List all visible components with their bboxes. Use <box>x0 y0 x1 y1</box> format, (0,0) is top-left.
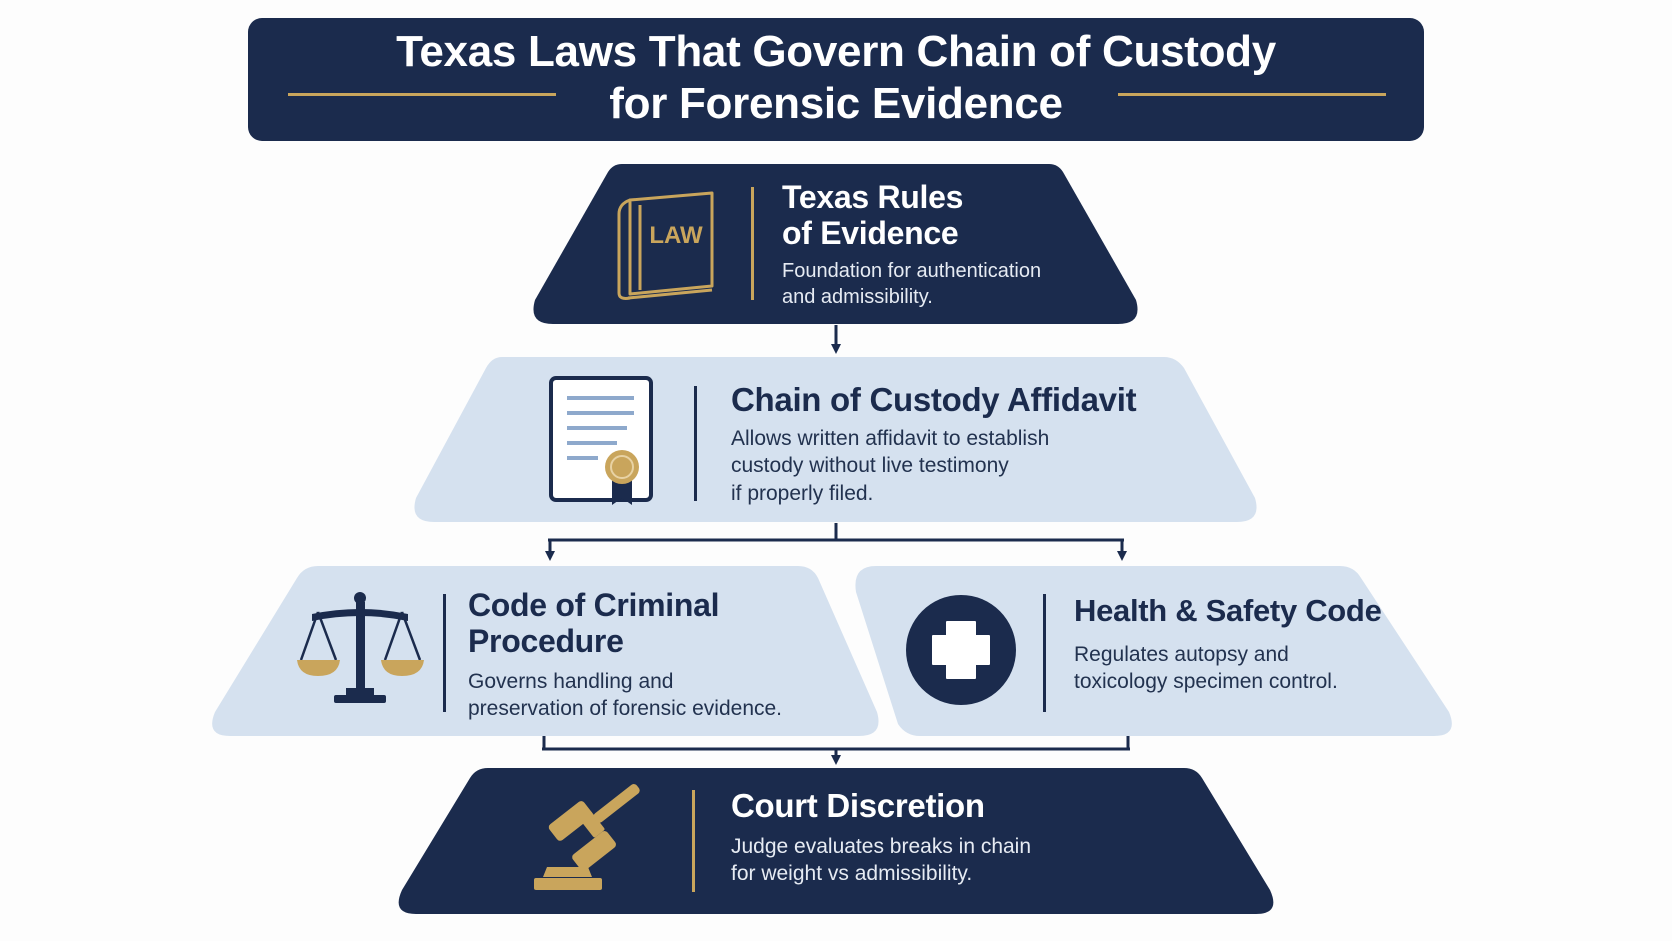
connector-split <box>545 523 1127 561</box>
title-divider-right <box>1118 93 1386 96</box>
tier-3b-divider <box>1043 594 1046 712</box>
tier-1-title-line-1: Texas Rules <box>782 179 964 215</box>
tier-court-discretion: Court Discretion Judge evaluates breaks … <box>731 787 1151 888</box>
svg-text:LAW: LAW <box>649 222 703 249</box>
certificate-document-icon <box>549 376 653 505</box>
tier-1-title-line-2: of Evidence <box>782 214 959 251</box>
tier-1-divider <box>751 187 754 300</box>
title-divider-left <box>288 93 556 96</box>
gavel-icon <box>534 784 640 890</box>
tier-rules-of-evidence: Texas Rules of Evidence Foundation for a… <box>782 179 1122 310</box>
tier-2-divider <box>694 386 697 501</box>
tier-2-desc-line-1: Allows written affidavit to establish <box>731 426 1050 450</box>
scales-of-justice-icon <box>297 592 424 703</box>
medical-cross-icon <box>906 595 1016 705</box>
tier-affidavit: Chain of Custody Affidavit Allows writte… <box>731 381 1201 507</box>
tier-3b-desc-line-1: Regulates autopsy and <box>1074 642 1289 666</box>
tier-3a-divider <box>443 594 446 712</box>
tier-1-desc-line-2: and admissibility. <box>782 285 933 308</box>
tier-1-desc-line-1: Foundation for authentication <box>782 259 1042 282</box>
tier-3a-title-line-1: Code of Criminal <box>468 587 720 623</box>
connector-merge <box>542 736 1130 765</box>
tier-3b-desc-line-2: toxicology specimen control. <box>1074 670 1338 694</box>
tier-criminal-procedure-shape <box>212 566 879 736</box>
tier-health-safety-shape <box>855 566 1452 736</box>
tier-2-desc-line-2: custody without live testimony <box>731 454 1009 478</box>
tier-2-title: Chain of Custody Affidavit <box>731 381 1137 418</box>
tier-2-desc-line-3: if properly filed. <box>731 481 874 505</box>
tier-criminal-procedure: Code of Criminal Procedure Governs handl… <box>468 587 848 722</box>
tier-4-title: Court Discretion <box>731 787 985 824</box>
tier-health-safety: Health & Safety Code Regulates autopsy a… <box>1074 593 1414 695</box>
tier-4-desc-line-1: Judge evaluates breaks in chain <box>731 834 1032 858</box>
tier-3a-desc-line-2: preservation of forensic evidence. <box>468 696 783 720</box>
tier-rules-of-evidence-shape <box>533 164 1138 324</box>
tier-3a-desc-line-1: Governs handling and <box>468 669 674 693</box>
tier-3b-title: Health & Safety Code <box>1074 593 1382 628</box>
tier-4-desc-line-2: for weight vs admissibility. <box>731 862 973 886</box>
title-line-2: for Forensic Evidence <box>609 79 1063 128</box>
law-book-icon: LAW <box>617 191 714 300</box>
title-banner <box>248 18 1424 141</box>
tier-3a-title-line-2: Procedure <box>468 622 624 659</box>
title-line-1: Texas Laws That Govern Chain of Custody <box>396 27 1276 76</box>
tier-4-divider <box>692 790 695 892</box>
